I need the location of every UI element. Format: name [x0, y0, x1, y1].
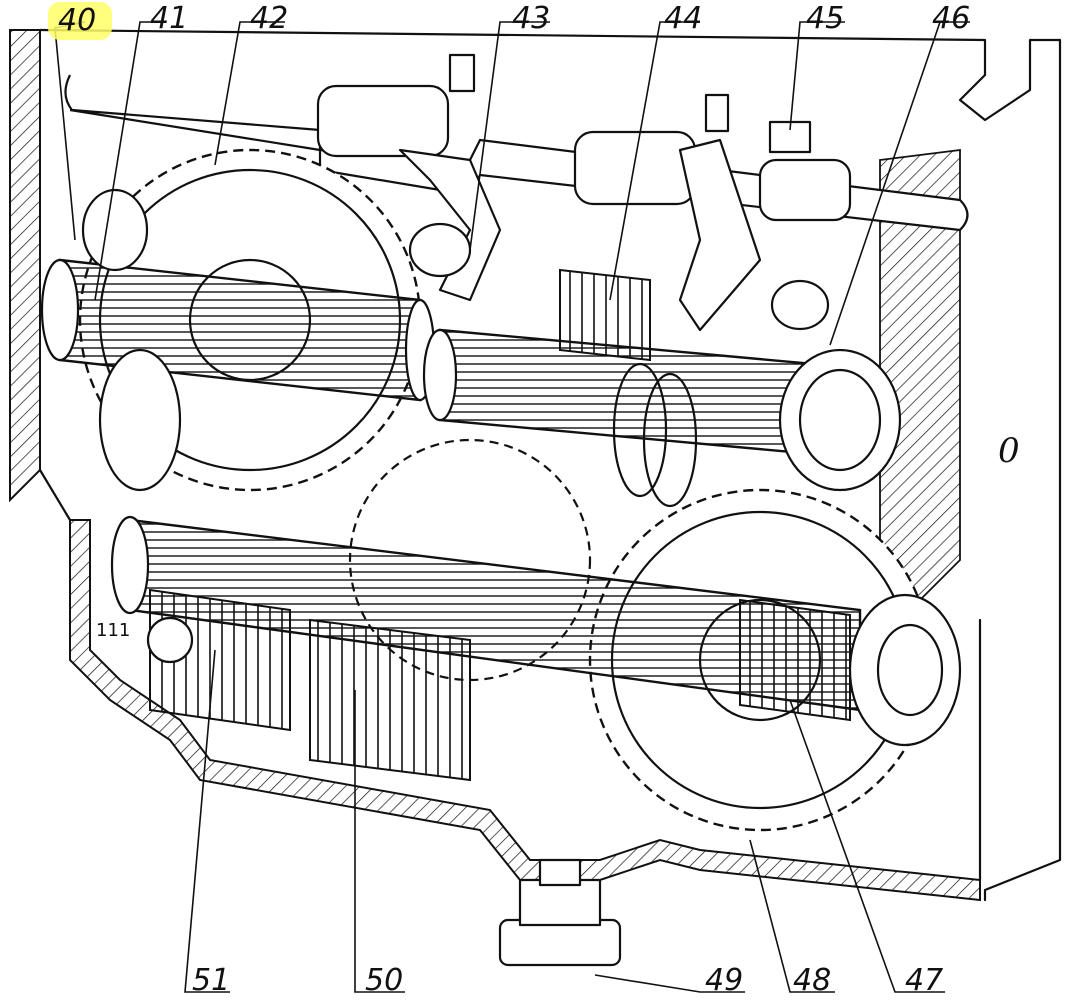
label-45: 45 — [806, 1, 844, 36]
housing-mark-text: 111 — [96, 620, 130, 641]
gearbox-housing: 111 0 — [9, 28, 1062, 902]
side-mark-text: 0 — [998, 431, 1020, 471]
label-40: 40 — [58, 3, 96, 38]
shift-rod-assembly — [64, 53, 969, 332]
label-46: 46 — [932, 1, 970, 36]
input-bearing-left — [81, 188, 149, 272]
housing-left-wall — [9, 29, 41, 503]
gear-47-teeth — [739, 598, 851, 722]
shift-fork-right — [678, 138, 762, 332]
shift-fork-left — [398, 148, 502, 302]
label-43: 43 — [512, 1, 550, 36]
upper-shaft-assembly — [40, 148, 902, 508]
label-42: 42 — [250, 1, 288, 36]
lower-shaft-assembly — [110, 438, 962, 832]
fork-pivot-right — [770, 279, 830, 331]
fork-pivot-left — [408, 222, 472, 278]
shift-rod-collar-2 — [573, 130, 697, 206]
shift-rod-collar-1 — [316, 84, 450, 158]
gear-50-teeth — [309, 618, 471, 782]
part-labels: 40 41 42 43 44 45 46 47 48 49 50 51 — [48, 1, 970, 998]
shift-rod-collar-3 — [758, 158, 852, 222]
housing-right-wall-hatch — [879, 148, 961, 602]
leader-lines — [54, 21, 970, 993]
gear-44-teeth — [559, 268, 651, 362]
housing-top-edge — [38, 28, 987, 77]
shift-rod — [64, 74, 969, 232]
label-48: 48 — [793, 963, 831, 998]
label-51: 51 — [192, 963, 230, 998]
housing-right-outline — [958, 38, 1062, 902]
label-50: 50 — [365, 963, 403, 998]
label-40-highlight — [48, 2, 112, 40]
label-49: 49 — [705, 963, 743, 998]
label-44: 44 — [664, 1, 702, 36]
drain-plug-49 — [498, 858, 622, 967]
label-47: 47 — [905, 963, 943, 998]
label-41: 41 — [150, 1, 188, 36]
